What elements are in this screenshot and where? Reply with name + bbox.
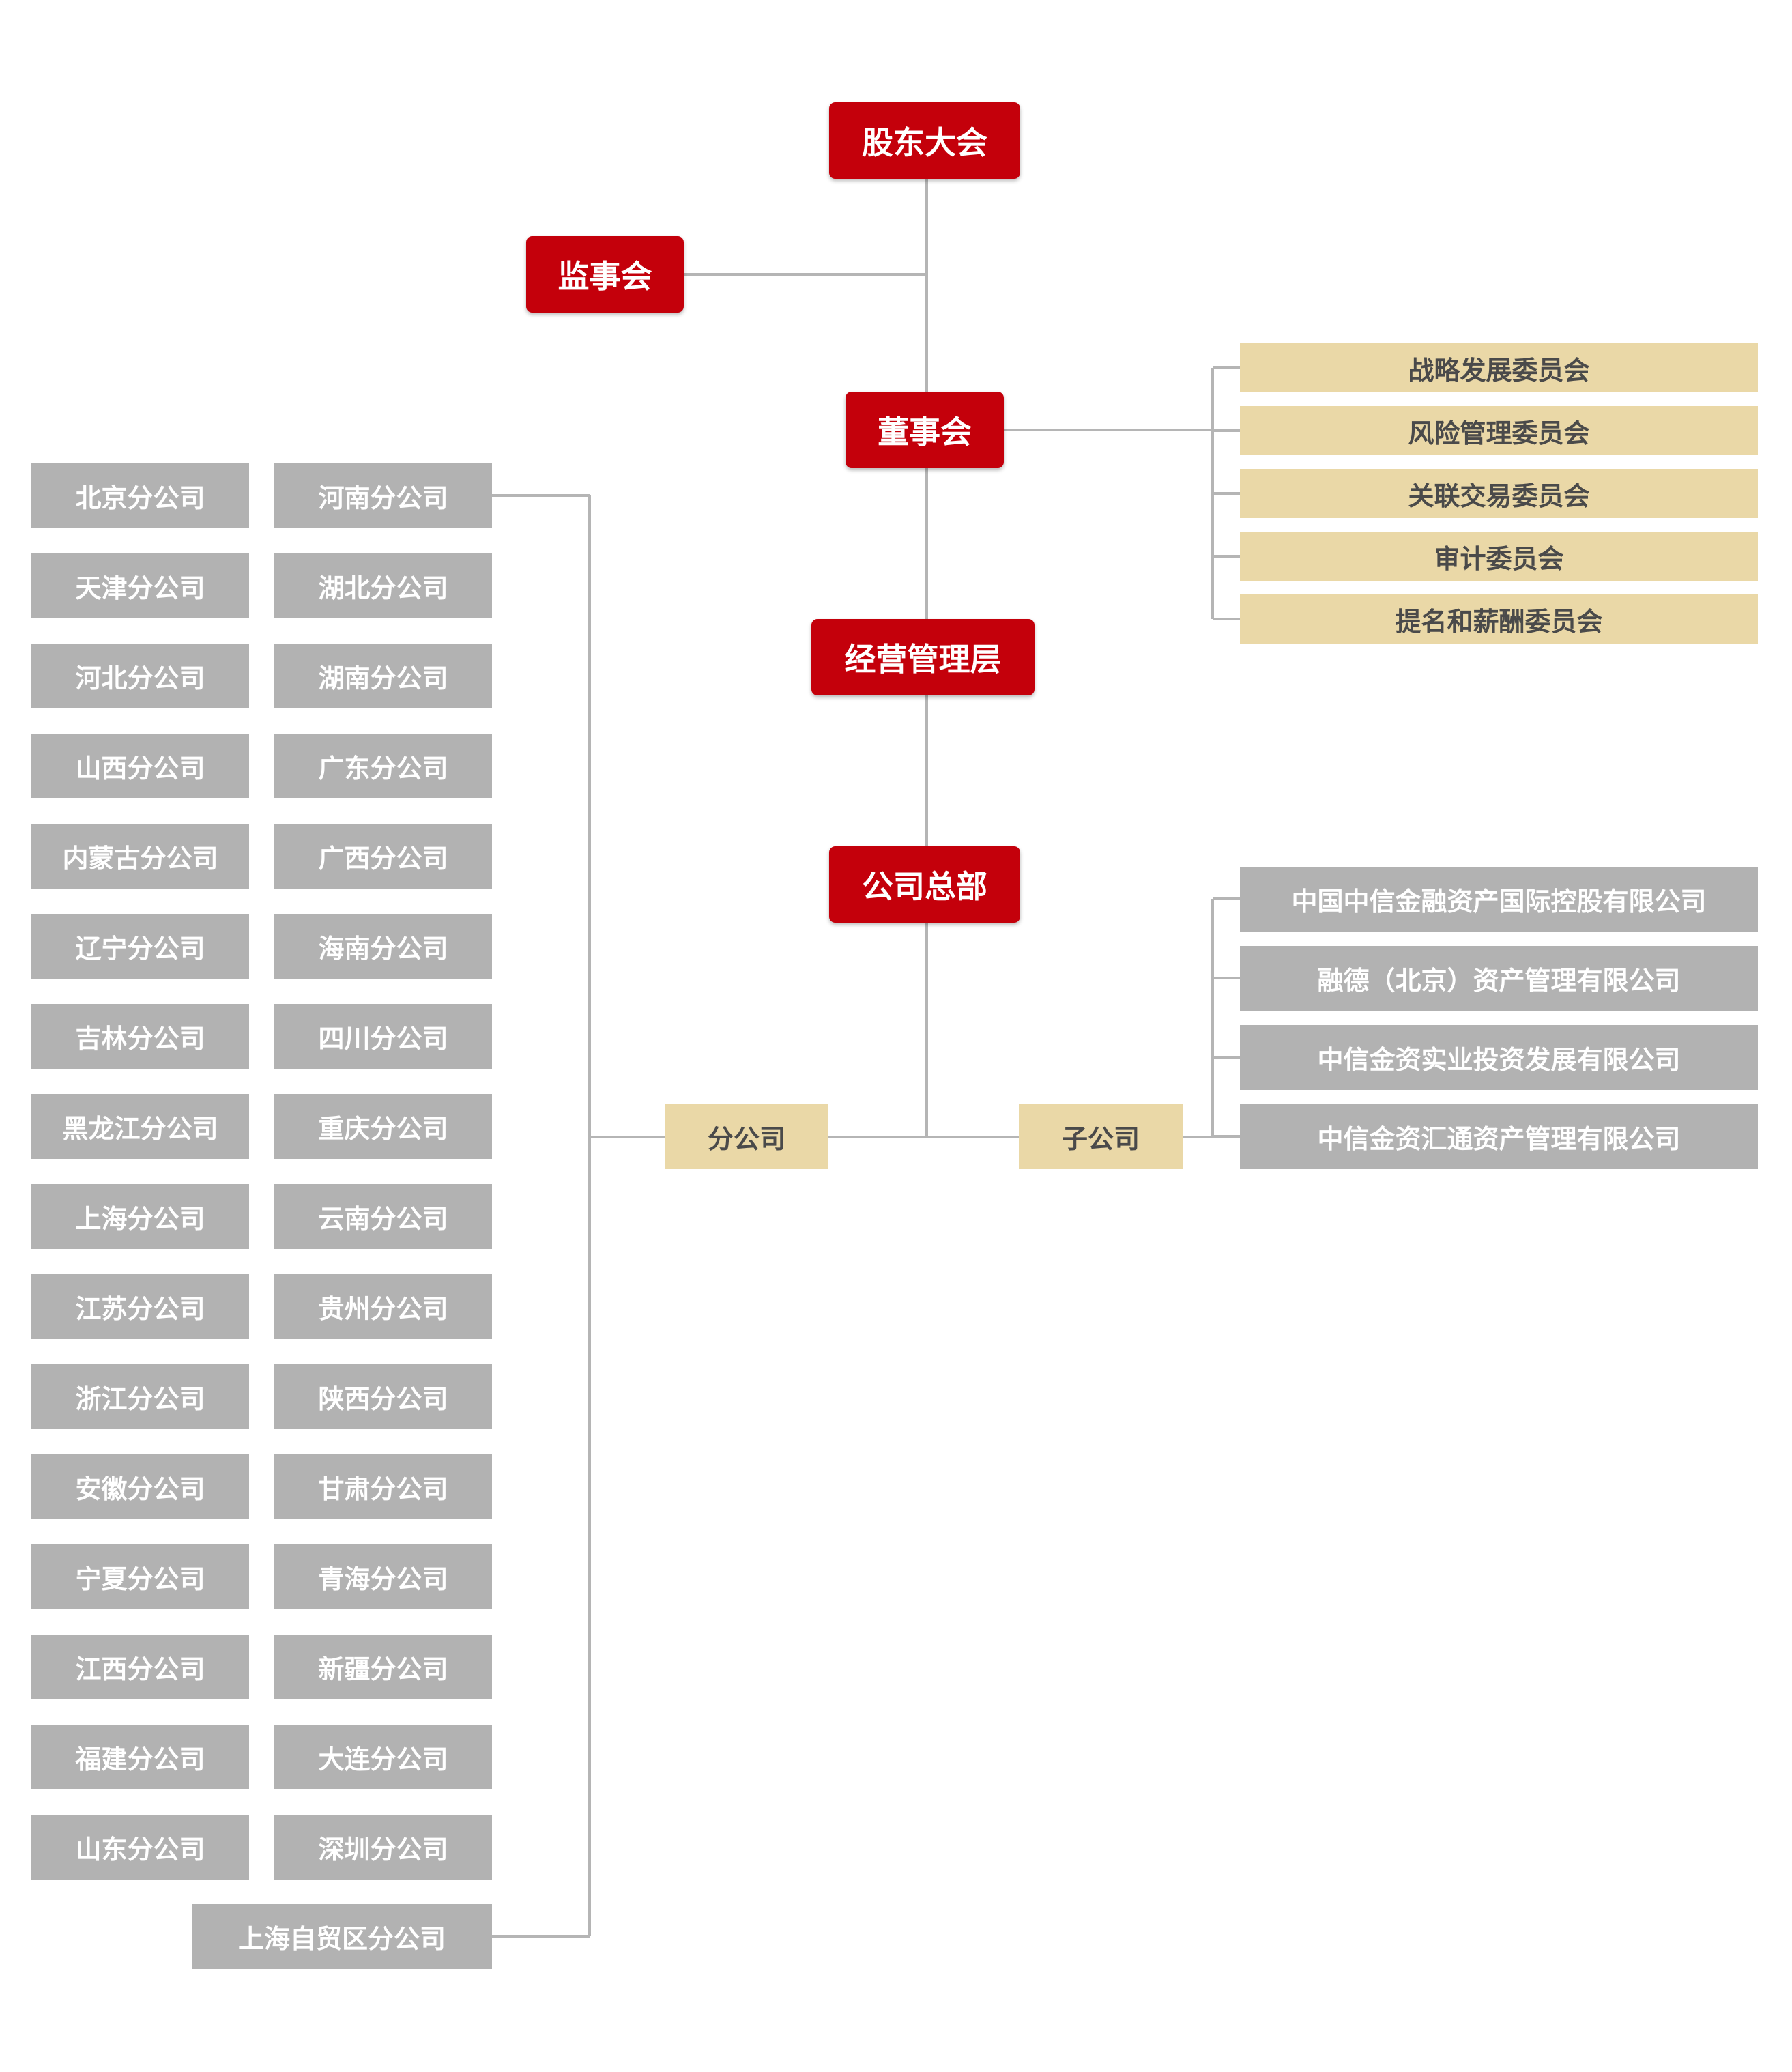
branch-node: 河北分公司 [31, 644, 249, 708]
subsidiary-group-node: 子公司 [1019, 1104, 1183, 1169]
branch-group-node: 分公司 [665, 1104, 828, 1169]
branch-node: 江西分公司 [31, 1635, 249, 1699]
branch-node: 安徽分公司 [31, 1454, 249, 1519]
branch-node: 黑龙江分公司 [31, 1094, 249, 1159]
branch-node: 广西分公司 [274, 824, 492, 889]
shareholders-meeting-node: 股东大会 [829, 102, 1020, 179]
branch-node: 重庆分公司 [274, 1094, 492, 1159]
branch-node: 上海分公司 [31, 1184, 249, 1249]
branch-node: 河南分公司 [274, 463, 492, 528]
branch-node: 湖南分公司 [274, 644, 492, 708]
branch-node: 深圳分公司 [274, 1815, 492, 1880]
branch-node: 辽宁分公司 [31, 914, 249, 979]
branch-node: 湖北分公司 [274, 553, 492, 618]
branch-node: 大连分公司 [274, 1725, 492, 1789]
branch-node: 内蒙古分公司 [31, 824, 249, 889]
branch-node: 山西分公司 [31, 734, 249, 798]
branch-node: 福建分公司 [31, 1725, 249, 1789]
branch-node: 海南分公司 [274, 914, 492, 979]
branch-node: 甘肃分公司 [274, 1454, 492, 1519]
headquarters-node: 公司总部 [829, 846, 1020, 923]
subsidiary-node: 中信金资汇通资产管理有限公司 [1240, 1104, 1758, 1169]
management-node: 经营管理层 [811, 619, 1035, 695]
subsidiary-node: 融德（北京）资产管理有限公司 [1240, 946, 1758, 1011]
branch-node: 云南分公司 [274, 1184, 492, 1249]
subsidiary-node: 中国中信金融资产国际控股有限公司 [1240, 867, 1758, 932]
branch-node: 贵州分公司 [274, 1274, 492, 1339]
branch-node: 天津分公司 [31, 553, 249, 618]
branch-node: 江苏分公司 [31, 1274, 249, 1339]
subsidiary-node: 中信金资实业投资发展有限公司 [1240, 1025, 1758, 1090]
committee-node: 战略发展委员会 [1240, 343, 1758, 392]
branch-node: 吉林分公司 [31, 1004, 249, 1069]
supervisory-board-node: 监事会 [526, 236, 684, 313]
committee-node: 风险管理委员会 [1240, 406, 1758, 455]
branch-node: 上海自贸区分公司 [192, 1904, 492, 1969]
committee-node: 关联交易委员会 [1240, 469, 1758, 518]
branch-node: 四川分公司 [274, 1004, 492, 1069]
branch-node: 浙江分公司 [31, 1364, 249, 1429]
board-of-directors-node: 董事会 [846, 392, 1004, 468]
branch-node: 陕西分公司 [274, 1364, 492, 1429]
branch-node: 山东分公司 [31, 1815, 249, 1880]
branch-node: 宁夏分公司 [31, 1544, 249, 1609]
branch-node: 北京分公司 [31, 463, 249, 528]
committee-node: 提名和薪酬委员会 [1240, 594, 1758, 644]
branch-node: 青海分公司 [274, 1544, 492, 1609]
branch-node: 广东分公司 [274, 734, 492, 798]
branch-node: 新疆分公司 [274, 1635, 492, 1699]
committee-node: 审计委员会 [1240, 532, 1758, 581]
